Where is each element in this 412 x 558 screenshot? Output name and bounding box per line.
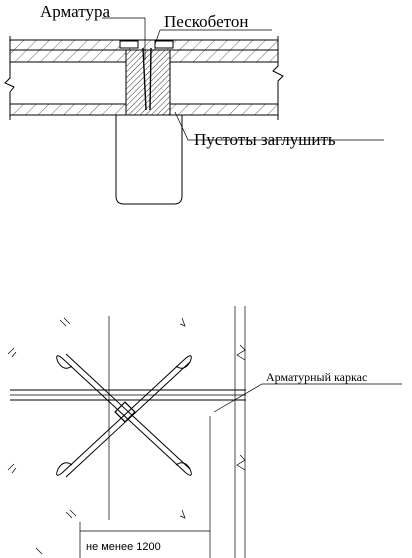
- label-plug-voids: Пустоты заглушить: [194, 130, 336, 149]
- tick-7: [35, 547, 43, 555]
- slab-bottom-band-right: [169, 103, 279, 116]
- joint-grout: [125, 49, 171, 116]
- label-sand-concrete: Пескобетон: [164, 12, 248, 31]
- label-rebar-cage: Арматурный каркас: [266, 370, 367, 384]
- rebar-center-knot: [114, 401, 136, 423]
- screed-layer: [9, 39, 279, 51]
- tick-2: [179, 317, 186, 327]
- rebar-hook-tl: [56, 355, 73, 369]
- break-line-left: [4, 36, 15, 120]
- rebar-plate-right: [154, 40, 174, 49]
- rebar-plate-left: [119, 40, 139, 49]
- label-rebar: Арматура: [40, 2, 110, 21]
- rebar-vertical-1: [142, 47, 147, 111]
- rebar-vertical-2: [149, 47, 152, 111]
- plan-break-right-top: [236, 344, 246, 361]
- leader-sand-concrete: [154, 29, 272, 45]
- leader-rebar: [102, 17, 146, 60]
- tick-4: [7, 463, 17, 474]
- break-line-right: [272, 36, 284, 120]
- tick-1: [59, 317, 71, 327]
- rebar-diagonal-3: [61, 357, 187, 474]
- slab-top-band-left: [9, 49, 127, 63]
- rebar-hook-br: [175, 462, 192, 476]
- label-min-dimension: не менее 1200: [86, 541, 161, 553]
- slab-bottom-band-left: [9, 103, 127, 116]
- leader-plug-voids: [174, 111, 384, 141]
- support-column: [115, 115, 183, 205]
- rebar-hook-tr: [175, 355, 192, 369]
- rebar-hook-bl: [56, 462, 73, 476]
- tick-6: [179, 509, 186, 519]
- tick-5: [65, 509, 77, 519]
- plan-break-right-bottom: [236, 454, 246, 471]
- tick-3: [7, 347, 17, 358]
- slab-top-band-right: [169, 49, 279, 63]
- leader-rebar-cage: [213, 383, 402, 413]
- section-detail: Арматура Пескобетон Пустоты заглушить: [4, 2, 384, 205]
- plan-detail: Арматурный каркас не менее 1200: [7, 306, 402, 558]
